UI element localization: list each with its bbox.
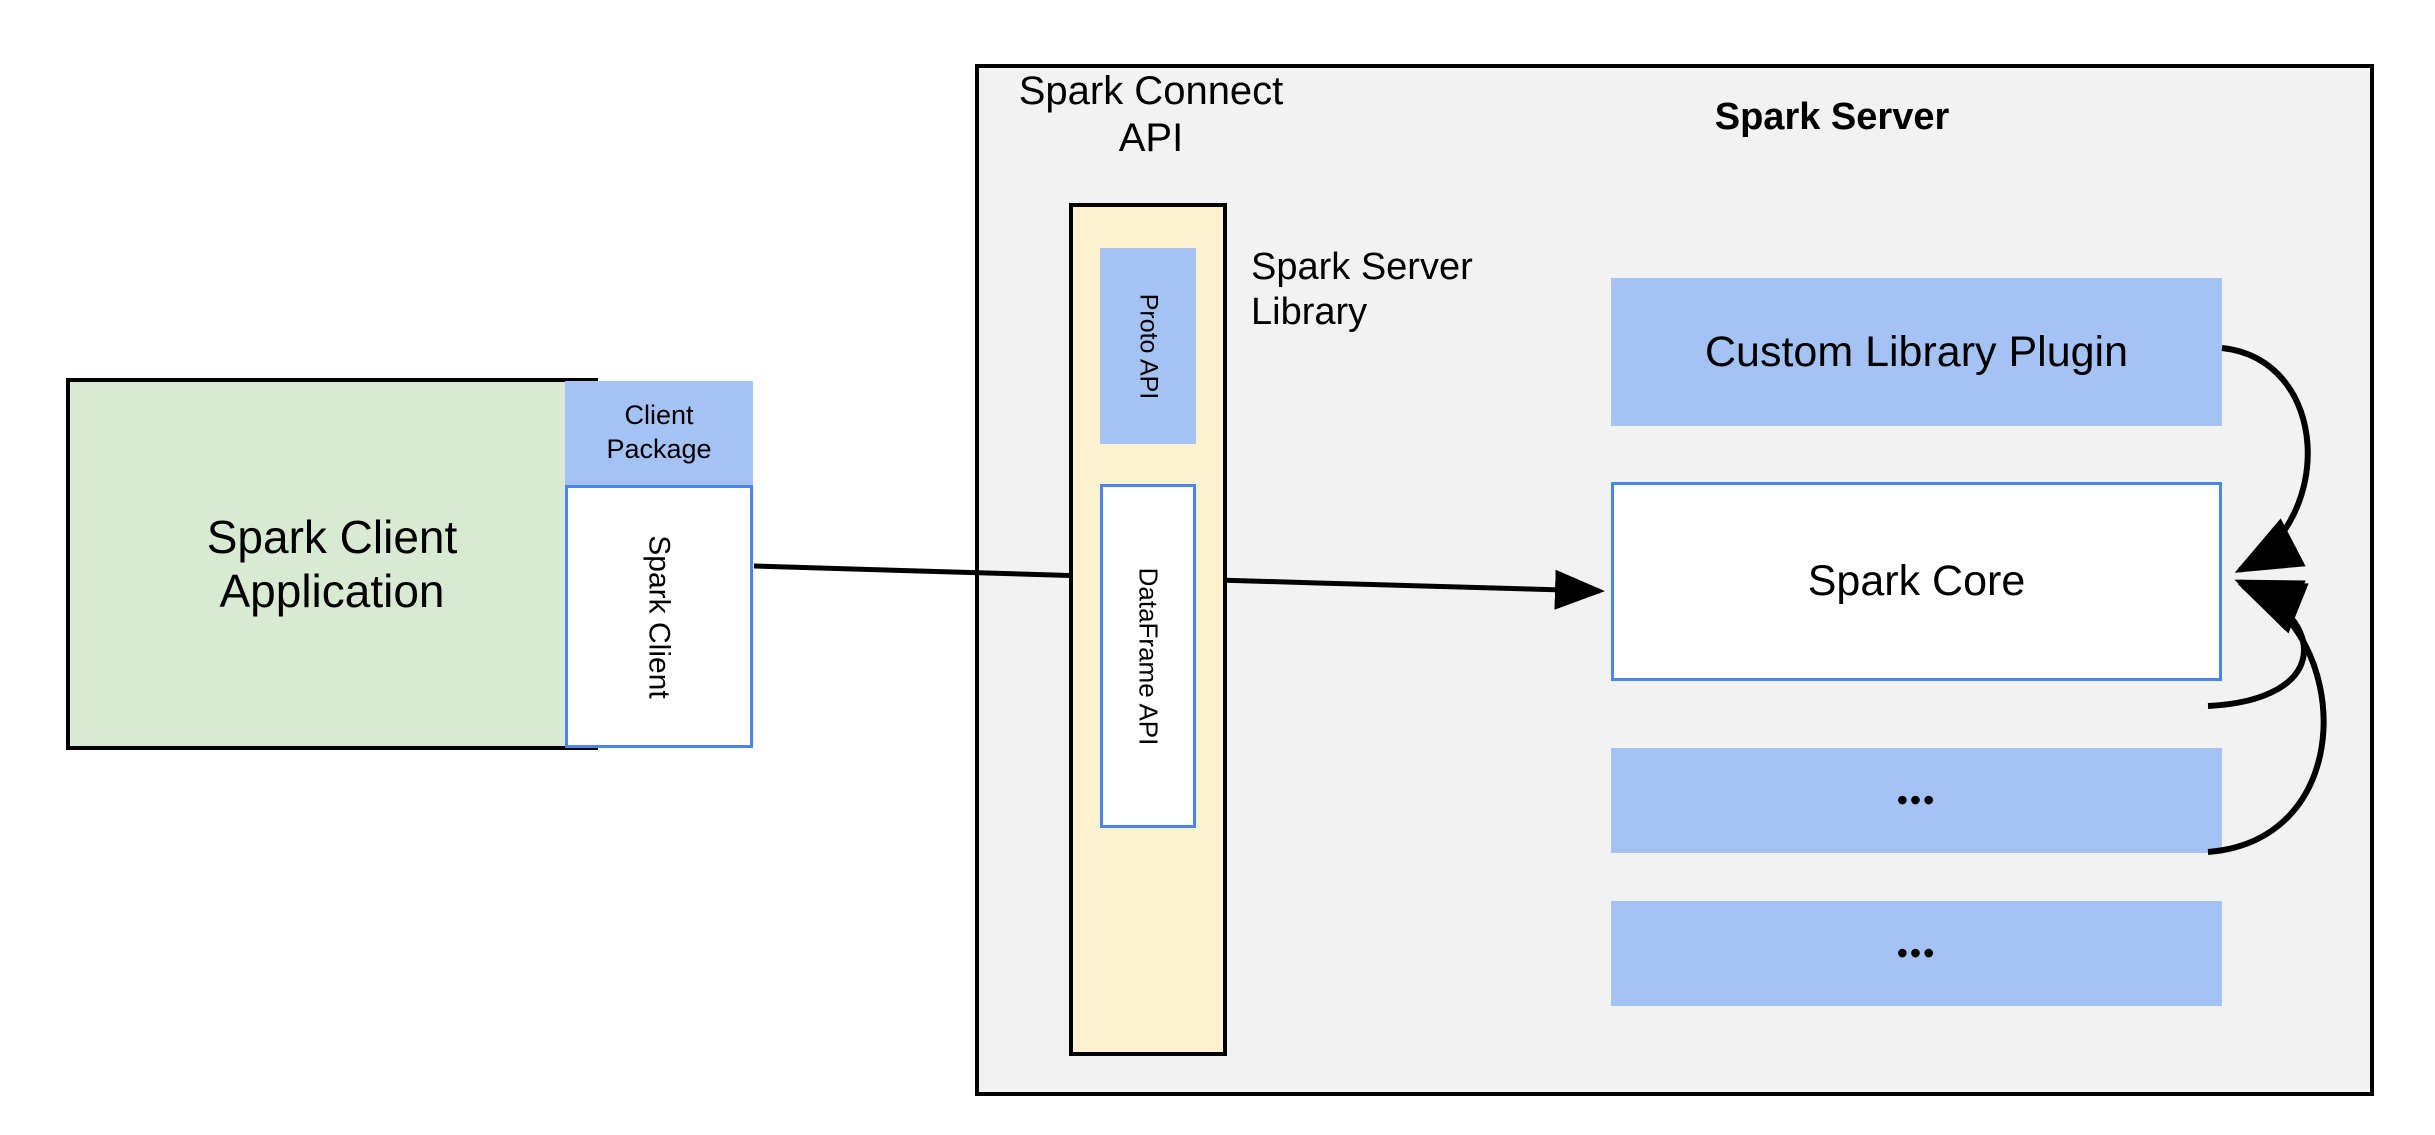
spark-client-application-label: Spark Client Application bbox=[206, 510, 458, 617]
spark-core-label: Spark Core bbox=[1807, 557, 2026, 605]
spark-client-label: Spark Client bbox=[643, 534, 676, 699]
proto-api-label: Proto API bbox=[1134, 293, 1163, 399]
spark-connect-api-label: Spark Connect API bbox=[1018, 69, 1284, 161]
custom-library-plugin-box: Custom Library Plugin bbox=[1611, 278, 2222, 426]
dataframe-api-label: DataFrame API bbox=[1133, 567, 1164, 745]
client-package-label: Client Package bbox=[606, 400, 712, 464]
dataframe-api-box: DataFrame API bbox=[1100, 484, 1196, 828]
client-package-box: Client Package bbox=[565, 381, 753, 485]
spark-core-box: Spark Core bbox=[1611, 482, 2222, 681]
ellipsis-box-2: ••• bbox=[1611, 901, 2222, 1006]
spark-client-application-box: Spark Client Application bbox=[66, 378, 598, 750]
ellipsis-label-2: ••• bbox=[1896, 935, 1937, 972]
spark-server-title: Spark Server bbox=[1714, 96, 1950, 138]
custom-library-plugin-label: Custom Library Plugin bbox=[1704, 327, 2128, 376]
ellipsis-label-1: ••• bbox=[1896, 782, 1937, 819]
ellipsis-box-1: ••• bbox=[1611, 748, 2222, 853]
spark-client-box: Spark Client bbox=[565, 485, 753, 748]
spark-server-library-label: Spark Server Library bbox=[1251, 246, 1473, 333]
proto-api-box: Proto API bbox=[1100, 248, 1196, 444]
